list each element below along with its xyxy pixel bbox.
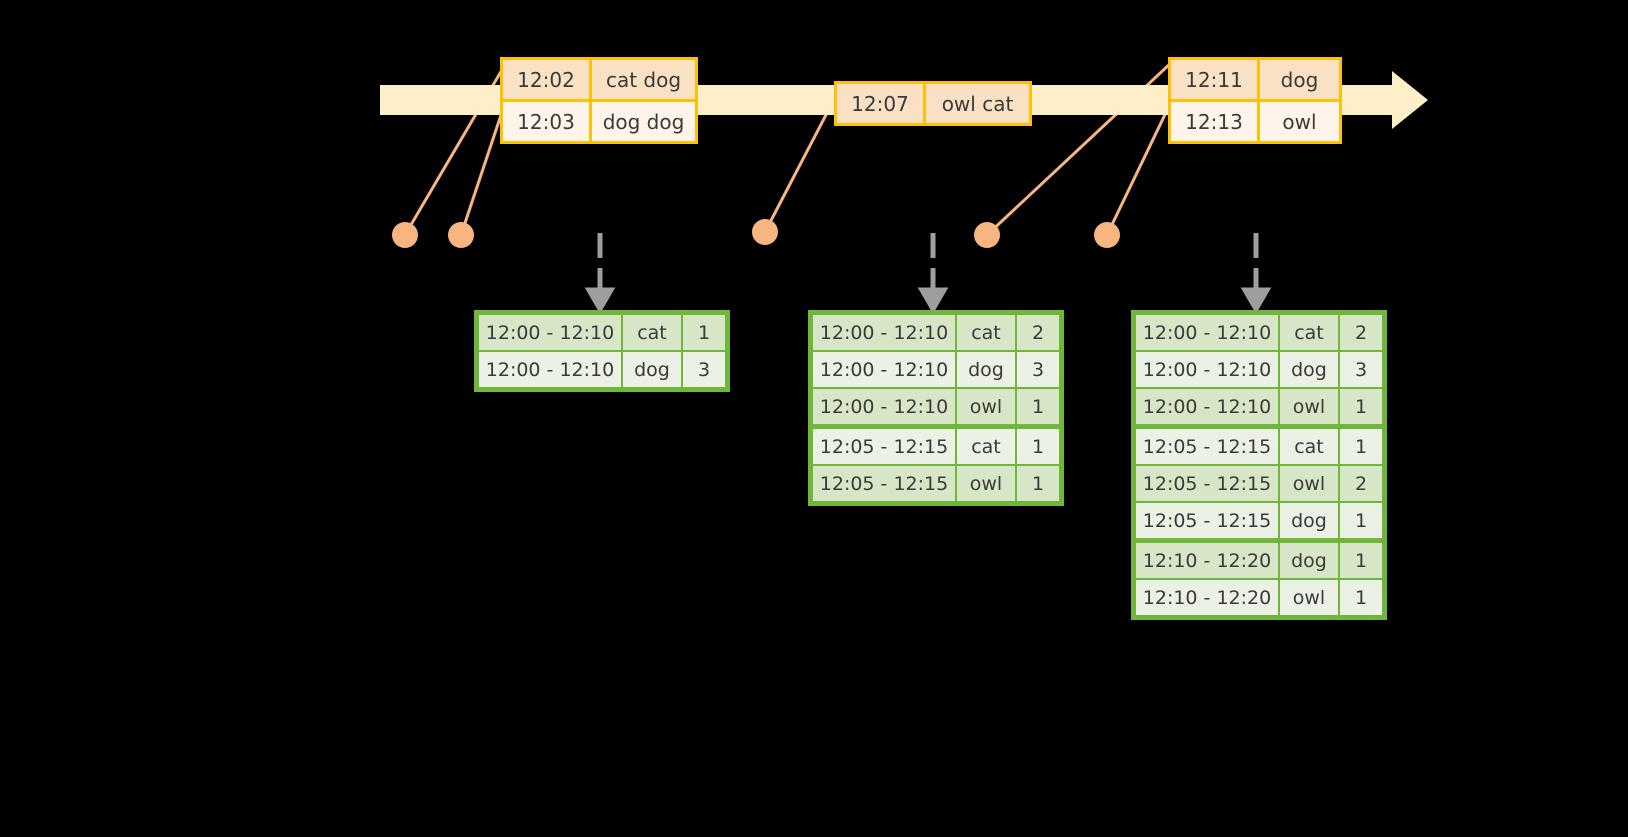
cell-word: dog	[1280, 543, 1338, 578]
emit-arrows	[584, 233, 1272, 314]
cell-word: dog	[957, 352, 1015, 387]
cell-window: 12:05 - 12:15	[813, 466, 955, 501]
event-time: 12:07	[837, 84, 923, 123]
connector-dot-3	[752, 219, 778, 245]
event-time: 12:03	[503, 102, 589, 141]
cell-window: 12:00 - 12:10	[479, 352, 621, 387]
cell-window: 12:00 - 12:10	[1136, 389, 1278, 424]
cell-count: 2	[1017, 315, 1059, 350]
cell-window: 12:05 - 12:15	[1136, 429, 1278, 464]
cell-word: cat	[1280, 429, 1338, 464]
cell-count: 3	[1340, 352, 1382, 387]
connector-dot-2	[448, 222, 474, 248]
connector-dot-1	[392, 222, 418, 248]
cell-word: owl	[1280, 466, 1338, 501]
event-payload: dog	[1257, 60, 1339, 99]
cell-count: 1	[1340, 580, 1382, 615]
cell-count: 1	[1340, 543, 1382, 578]
cell-word: cat	[957, 429, 1015, 464]
cell-window: 12:00 - 12:10	[1136, 315, 1278, 350]
cell-window: 12:10 - 12:20	[1136, 580, 1278, 615]
event-time: 12:02	[503, 60, 589, 99]
cell-word: owl	[957, 389, 1015, 424]
cell-window: 12:05 - 12:15	[1136, 466, 1278, 501]
event-box-3[interactable]: 12:11 dog 12:13 owl	[1168, 57, 1342, 144]
cell-window: 12:00 - 12:10	[1136, 352, 1278, 387]
connector-dot-5	[1094, 222, 1120, 248]
event-payload: dog dog	[589, 102, 695, 141]
cell-count: 1	[1017, 389, 1059, 424]
cell-count: 1	[1017, 466, 1059, 501]
event-box-2[interactable]: 12:07 owl cat	[834, 81, 1032, 126]
cell-word: owl	[1280, 389, 1338, 424]
cell-window: 12:05 - 12:15	[1136, 503, 1278, 538]
cell-count: 1	[1017, 429, 1059, 464]
cell-window: 12:10 - 12:20	[1136, 543, 1278, 578]
event-payload: cat dog	[589, 60, 695, 99]
cell-count: 3	[683, 352, 725, 387]
cell-word: cat	[957, 315, 1015, 350]
event-row: 12:02 cat dog	[503, 60, 695, 99]
event-payload: owl	[1257, 102, 1339, 141]
cell-count: 1	[1340, 429, 1382, 464]
cell-word: dog	[623, 352, 681, 387]
emit-arrow-3	[1240, 233, 1272, 314]
cell-word: cat	[1280, 315, 1338, 350]
cell-count: 1	[1340, 503, 1382, 538]
connector-dot-4	[974, 222, 1000, 248]
cell-word: owl	[957, 466, 1015, 501]
cell-window: 12:00 - 12:10	[813, 352, 955, 387]
cell-count: 1	[1340, 389, 1382, 424]
cell-word: dog	[1280, 352, 1338, 387]
event-time: 12:11	[1171, 60, 1257, 99]
event-payload: owl cat	[923, 84, 1029, 123]
event-row: 12:11 dog	[1171, 60, 1339, 99]
cell-word: dog	[1280, 503, 1338, 538]
emit-arrow-1	[584, 233, 616, 314]
cell-window: 12:00 - 12:10	[479, 315, 621, 350]
cell-word: owl	[1280, 580, 1338, 615]
cell-word: cat	[623, 315, 681, 350]
cell-window: 12:00 - 12:10	[813, 389, 955, 424]
event-time: 12:13	[1171, 102, 1257, 141]
timeline-arrowhead-icon	[1392, 71, 1428, 129]
cell-count: 3	[1017, 352, 1059, 387]
cell-count: 2	[1340, 315, 1382, 350]
cell-count: 1	[683, 315, 725, 350]
cell-window: 12:00 - 12:10	[813, 315, 955, 350]
connector-line-5	[1105, 99, 1174, 236]
cell-window: 12:05 - 12:15	[813, 429, 955, 464]
cell-count: 2	[1340, 466, 1382, 501]
event-row: 12:07 owl cat	[837, 84, 1029, 123]
emit-arrow-2	[917, 233, 949, 314]
event-box-1[interactable]: 12:02 cat dog 12:03 dog dog	[500, 57, 698, 144]
event-row: 12:13 owl	[1171, 99, 1339, 141]
event-row: 12:03 dog dog	[503, 99, 695, 141]
